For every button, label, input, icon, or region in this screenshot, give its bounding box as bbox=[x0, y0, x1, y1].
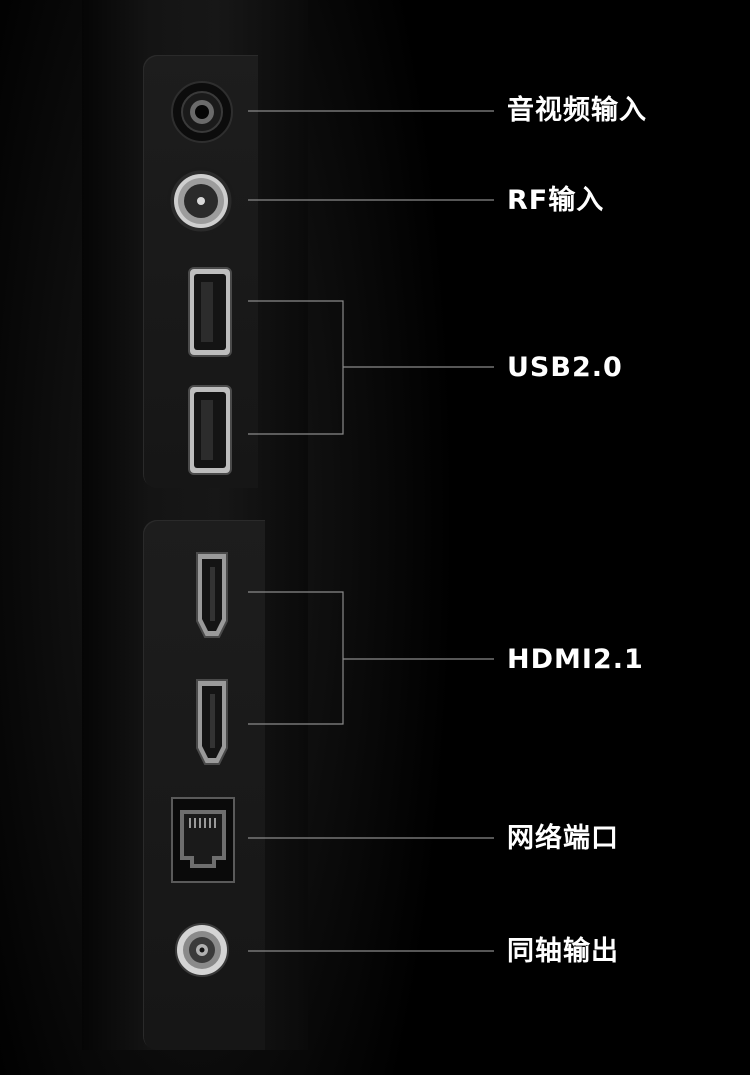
rf-input-label: RF输入 bbox=[507, 185, 605, 216]
ethernet-port-icon bbox=[171, 797, 235, 883]
coaxial-output-label: 同轴输出 bbox=[507, 936, 619, 967]
usb-port-1-icon bbox=[188, 267, 232, 357]
hdmi-port-2-icon bbox=[196, 679, 228, 765]
usb-label: USB2.0 bbox=[507, 352, 623, 383]
av-input-jack-icon bbox=[171, 81, 233, 143]
ethernet-label: 网络端口 bbox=[507, 823, 619, 854]
usb-port-2-icon bbox=[188, 385, 232, 475]
hdmi-port-1-icon bbox=[196, 552, 228, 638]
rf-input-jack-icon bbox=[167, 167, 235, 235]
hdmi-label: HDMI2.1 bbox=[507, 644, 644, 675]
coaxial-output-jack-icon bbox=[175, 923, 229, 977]
av-input-label: 音视频输入 bbox=[507, 95, 647, 126]
